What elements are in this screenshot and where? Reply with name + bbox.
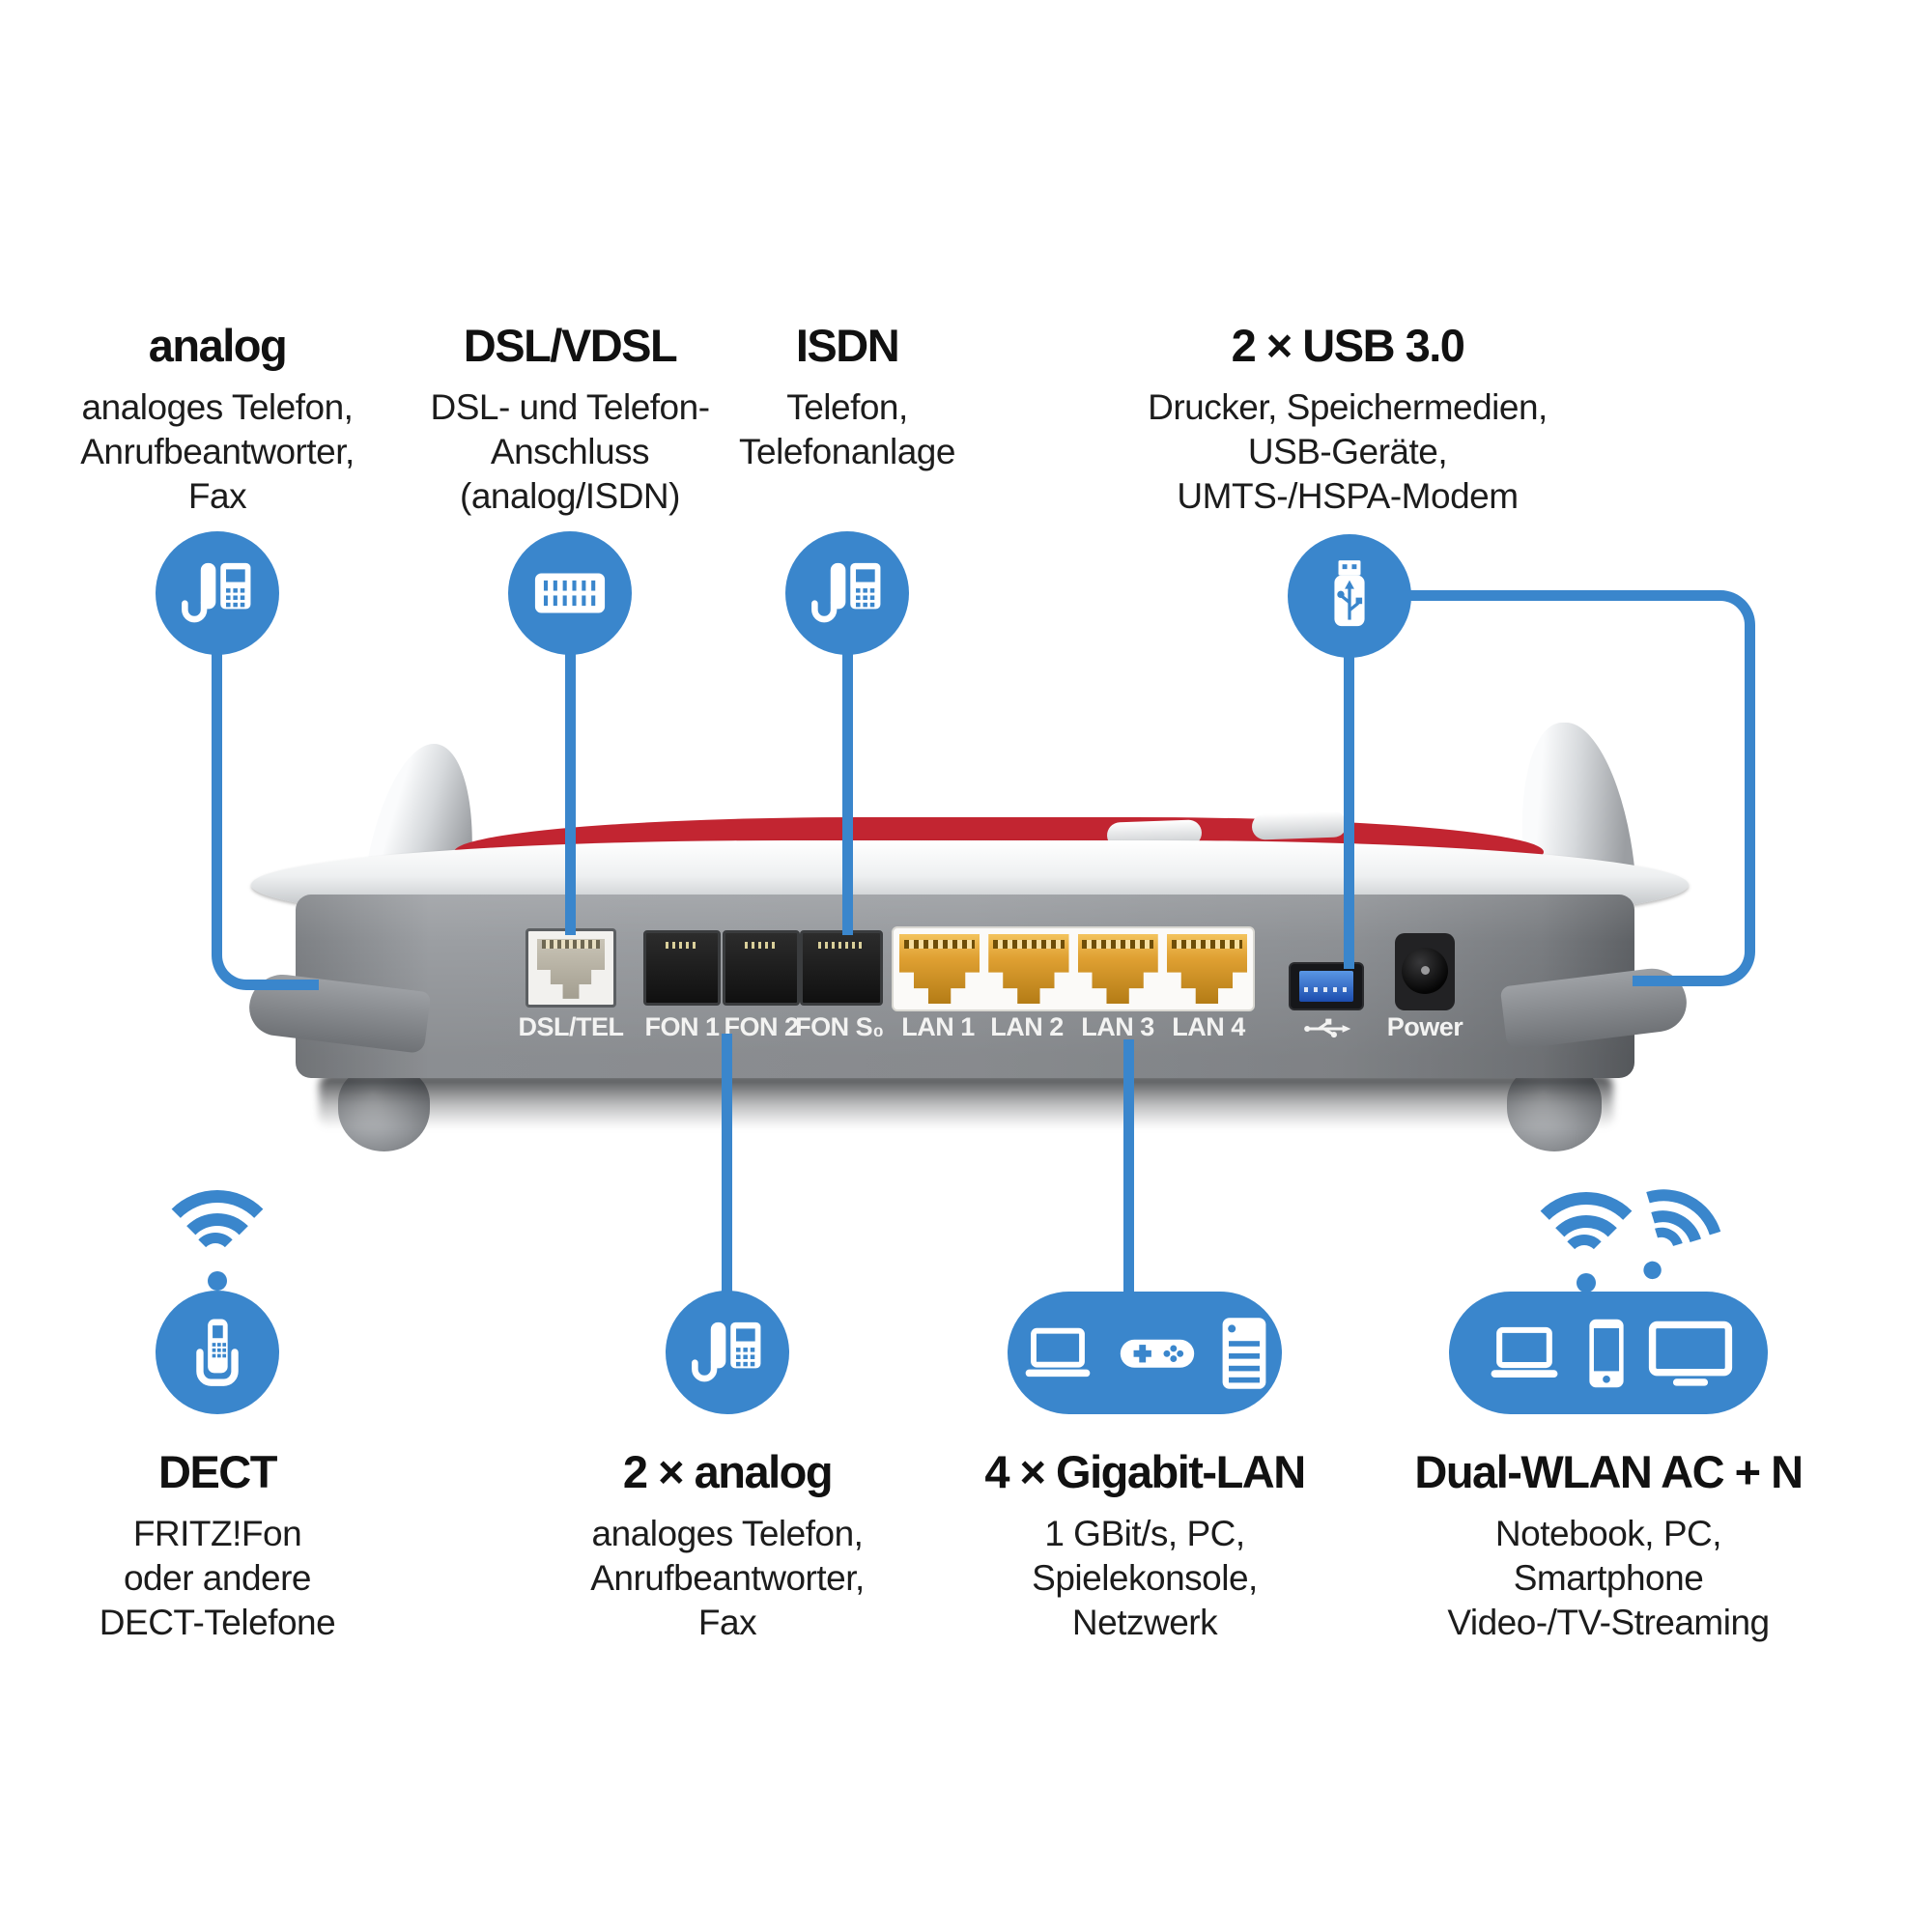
callout-dect-title: DECT: [158, 1446, 277, 1497]
port-label-lan1: LAN 1: [901, 1012, 975, 1041]
dect-icon-badge: [156, 1291, 279, 1414]
desk-phone-icon: [692, 1321, 761, 1382]
analog2-icon-badge: [666, 1291, 789, 1414]
wifi-waves-icon: [1521, 1192, 1651, 1300]
connector-fon-line: [722, 1034, 732, 1294]
usb-stick-icon: [1334, 560, 1365, 627]
callout-dual-wlan-title: Dual-WLAN AC + N: [1414, 1446, 1804, 1497]
callout-analog-line: Fax: [187, 476, 247, 516]
callout-dect-line: DECT-Telefone: [99, 1603, 336, 1642]
lan3-port: [1077, 934, 1158, 1004]
callout-usb: 2 × USB 3.0 Drucker, Speichermedien, USB…: [1111, 319, 1584, 519]
callout-isdn-line: Telefon,: [786, 387, 908, 427]
connector-analog-line: [212, 653, 319, 990]
callout-analog: analog analoges Telefon, Anrufbeantworte…: [29, 319, 406, 519]
port-label-lan3: LAN 3: [1081, 1012, 1154, 1041]
callout-dsl-vdsl-line: (analog/ISDN): [460, 476, 680, 516]
callout-analog2: 2 × analog analoges Telefon, Anrufbeantw…: [539, 1445, 916, 1645]
callout-analog2-line: Anrufbeantworter,: [590, 1558, 865, 1598]
lan2-port: [988, 934, 1069, 1004]
port-label-lan2: LAN 2: [990, 1012, 1064, 1041]
callout-usb-title: 2 × USB 3.0: [1231, 320, 1465, 371]
usb-port: [1289, 962, 1364, 1010]
callout-gigabit-lan-line: Spielekonsole,: [1032, 1558, 1258, 1598]
laptop-icon: [1491, 1326, 1558, 1378]
callout-dsl-vdsl-title: DSL/VDSL: [463, 320, 678, 371]
usb-icon-badge: [1288, 534, 1411, 658]
callout-analog2-line: analoges Telefon,: [591, 1514, 864, 1553]
lan-port-group: [892, 926, 1255, 1011]
wifi-waves-icon: [153, 1190, 282, 1298]
cordless-phone-icon: [196, 1319, 239, 1386]
fon2-port: [723, 930, 800, 1006]
gamepad-icon: [1120, 1339, 1195, 1368]
callout-isdn-title: ISDN: [795, 320, 900, 371]
callout-analog-title: analog: [148, 320, 288, 371]
callout-dect-line: FRITZ!Fon: [132, 1514, 302, 1553]
port-label-dsl-tel: DSL/TEL: [518, 1012, 625, 1041]
connector-usb-right-line: [1408, 590, 1755, 784]
desk-phone-icon: [811, 562, 881, 623]
router-shadow: [319, 1074, 1613, 1128]
connector-isdn-line: [842, 653, 853, 935]
dsl-tel-port: [526, 928, 616, 1008]
callout-analog2-title: 2 × analog: [622, 1446, 834, 1497]
callout-gigabit-lan-title: 4 × Gigabit-LAN: [984, 1446, 1306, 1497]
server-icon: [1222, 1317, 1266, 1389]
callout-dsl-vdsl-line: DSL- und Telefon-: [430, 387, 710, 427]
connector-lan-line: [1123, 1039, 1134, 1296]
port-label-fon-s0: FON S₀: [795, 1012, 884, 1041]
callout-isdn-line: Telefonanlage: [739, 432, 955, 471]
dsl-icon-badge: [508, 531, 632, 655]
callout-analog-line: analoges Telefon,: [81, 387, 354, 427]
callout-analog-line: Anrufbeantworter,: [80, 432, 355, 471]
wlan-devices-badge: [1449, 1292, 1768, 1414]
smartphone-icon: [1589, 1319, 1624, 1387]
callout-gigabit-lan: 4 × Gigabit-LAN 1 GBit/s, PC, Spielekons…: [942, 1445, 1348, 1645]
desk-phone-icon: [182, 562, 251, 623]
port-label-fon2: FON 2: [724, 1012, 799, 1041]
callout-dual-wlan: Dual-WLAN AC + N Notebook, PC, Smartphon…: [1391, 1445, 1826, 1645]
analog-icon-badge: [156, 531, 279, 655]
callout-gigabit-lan-line: 1 GBit/s, PC,: [1044, 1514, 1245, 1553]
callout-dual-wlan-line: Video-/TV-Streaming: [1447, 1603, 1770, 1642]
callout-dual-wlan-line: Notebook, PC,: [1494, 1514, 1722, 1553]
tv-icon: [1648, 1321, 1733, 1386]
lan1-port: [899, 934, 980, 1004]
usb-trident-icon: [1304, 1018, 1351, 1038]
laptop-icon: [1025, 1327, 1091, 1377]
port-label-lan4: LAN 4: [1172, 1012, 1245, 1041]
router-top-button: [1251, 810, 1348, 840]
callout-dsl-vdsl-line: Anschluss: [490, 432, 650, 471]
port-label-power: Power: [1386, 1012, 1463, 1041]
callout-gigabit-lan-line: Netzwerk: [1071, 1603, 1218, 1642]
fon1-port: [643, 930, 721, 1006]
callout-dect-line: oder andere: [123, 1558, 312, 1598]
port-label-fon1: FON 1: [644, 1012, 720, 1041]
isdn-icon-badge: [785, 531, 909, 655]
callout-isdn: ISDN Telefon, Telefonanlage: [659, 319, 1036, 474]
connector-usb-down-line: [1344, 654, 1354, 969]
callout-usb-line: UMTS-/HSPA-Modem: [1177, 476, 1519, 516]
callout-dect: DECT FRITZ!Fon oder andere DECT-Telefone: [29, 1445, 406, 1645]
callout-dsl-vdsl: DSL/VDSL DSL- und Telefon- Anschluss (an…: [382, 319, 758, 519]
power-jack: [1395, 933, 1455, 1010]
connector-usb-right-line: [1633, 753, 1755, 986]
callout-analog2-line: Fax: [697, 1603, 757, 1642]
connector-dsl-line: [565, 653, 576, 935]
lan-devices-badge: [1008, 1292, 1282, 1414]
fon-s0-port: [800, 930, 883, 1006]
wall-port-icon: [534, 573, 606, 613]
callout-dual-wlan-line: Smartphone: [1513, 1558, 1704, 1598]
callout-usb-line: USB-Geräte,: [1247, 432, 1448, 471]
callout-usb-line: Drucker, Speichermedien,: [1148, 387, 1548, 427]
lan4-port: [1166, 934, 1247, 1004]
